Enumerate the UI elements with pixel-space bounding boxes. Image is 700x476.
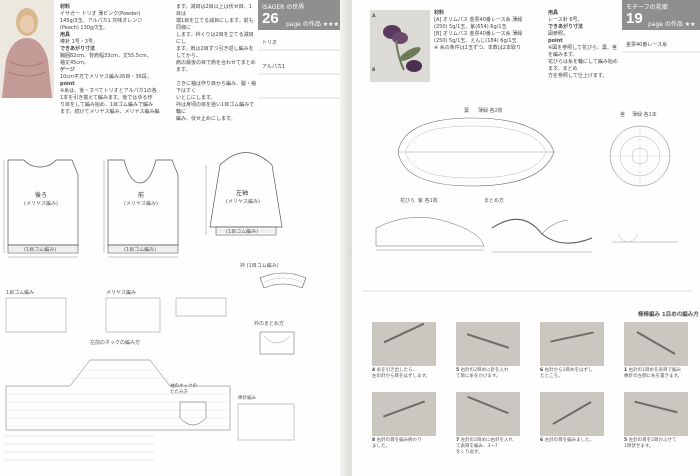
collar-title: 衿 (1目ゴム編み) <box>240 262 279 269</box>
step-photo <box>540 392 604 436</box>
sweater-photo <box>0 0 54 98</box>
collar-finish-title: 衿のまとめ方 <box>254 320 284 327</box>
stem-end-diagram <box>612 233 678 243</box>
magazine-page-text-right: page の作品 ★★ <box>648 21 696 28</box>
back-schematic <box>7 159 79 254</box>
assembly-title: まとめ方 <box>484 197 504 204</box>
neck-fold-sketch <box>179 401 207 426</box>
size-heading: できあがり寸法 <box>60 46 96 52</box>
neck-fold-label: 袖のネックの たたみ方 <box>170 384 197 395</box>
back-title: 後ろ <box>35 191 47 199</box>
neck-chart-title: 左前のネックの編み方 <box>90 339 140 346</box>
step-photo <box>456 392 520 436</box>
magazine-label-left: ISAGER の世界 <box>262 4 305 11</box>
step-caption: 7 左針の2目めに右針を入れ て表目を編み、3〜7 をくり返す。 <box>456 438 513 455</box>
right-page: A B 材料 [A] オリムパス 金票40番レース糸 薄緑 (250) 5g/1… <box>352 0 700 476</box>
stockinette-swatch-label: 棒針編み <box>238 396 256 401</box>
left-page: 材料 イサガー トリオ 薄ピンク(Powder) 145g/3玉、アルパカ1 灰… <box>0 0 348 476</box>
magazine-label-right: モチーフの花畑 <box>626 4 668 11</box>
r-point-text: ※図を参照して花びら、葉、茎を編みます。 花びらは糸を輪にして編み始めます。まと… <box>548 45 618 79</box>
stockinette-swatch <box>237 403 295 441</box>
leaf-sub: 薄緑 各2枚 <box>478 107 503 114</box>
back-rib-label: (1目ゴム編み) <box>24 246 56 253</box>
front-sub: (メリヤス編み) <box>124 200 158 207</box>
sleeve-title: 左袖 <box>236 189 248 197</box>
point-heading: point <box>60 81 75 87</box>
step-caption: 5 左針の目を2目かぶせて 1目伏せます。 <box>624 438 677 449</box>
sleeve-sub: (メリヤス編み) <box>226 198 260 205</box>
magazine-header-left <box>258 0 342 30</box>
front-rib-label: (1目ゴム編み) <box>124 246 156 253</box>
rib-chart-title: 1目ゴム編み <box>6 289 34 296</box>
step-caption: 6 右針から1目めをはずし たところ。 <box>540 368 593 379</box>
step-caption: 1 右針の1目めを表目で編み 棒針の左側に糸を置きます。 <box>624 368 683 379</box>
r-tools-text: レース針 6号。 <box>548 17 583 23</box>
step-photo <box>540 322 604 366</box>
materials-heading: 材料 <box>60 4 71 10</box>
leaf-title: 葉 <box>464 107 469 114</box>
front-schematic <box>107 159 179 254</box>
petal-title: 花びら <box>400 197 415 204</box>
petal-diagram: 花びら 紫 各1枚 <box>375 197 485 251</box>
r-materials-text: [A] オリムパス 金票40番レース糸 薄緑 (250) 5g/1玉、紫(654… <box>434 17 523 51</box>
bottom-notes <box>4 435 154 461</box>
r-tools-heading: 用具 <box>548 10 559 16</box>
step-caption: 6 左針の目を編みました。 <box>540 438 595 443</box>
magazine-rows-right <box>622 51 700 53</box>
collar-title-svg: 衿 (1目ゴム編み) <box>240 262 279 269</box>
petal-sub: 紫 各1枚 <box>418 197 438 204</box>
step-photo <box>372 322 436 366</box>
magazine-row2-left: アルパカ1 <box>262 64 286 70</box>
collar-finish-sketch: 衿のまとめ方 <box>254 320 295 355</box>
tools-heading: 用具 <box>60 32 71 38</box>
gauge-text: 10cm平方でメリヤス編み26目・36段。 <box>60 74 152 80</box>
instructions-col2: ます。減目は2目以上は伏せ目、1目は 端1目を立てる減目にします。前も同様に し… <box>176 4 257 122</box>
label-b: B <box>372 68 376 73</box>
label-a: A <box>372 14 376 19</box>
section-divider <box>362 290 692 292</box>
tools-text: 棒針 1号・3号。 <box>60 39 98 45</box>
r-materials-heading: 材料 <box>434 10 445 16</box>
magazine-page-number-left: 26 <box>262 10 279 27</box>
step-photo <box>624 392 688 436</box>
sleeve-schematic <box>209 152 283 236</box>
r-point-heading: point <box>548 38 563 44</box>
stockinette-chart-title: メリヤス編み <box>106 289 136 296</box>
collar-sketch <box>259 272 307 289</box>
stem-sub: 薄緑 各1本 <box>632 111 657 118</box>
leaf-diagram: 葉 薄緑 各2枚 <box>397 107 555 187</box>
sleeve-rib-label: (1目ゴム編み) <box>226 228 258 235</box>
magazine-page-text-left: page の作品 ★★★ <box>286 21 339 28</box>
size-text: 胸囲82cm、背肩幅33cm、丈55.5cm、 袖丈45cm。 <box>60 53 152 66</box>
front-title: 前 <box>138 191 144 199</box>
garment-schematics: 後ろ (メリヤス編み) (1目ゴム編み) 前 (メリヤス編み) (1目ゴム編み)… <box>3 152 283 258</box>
step-caption: 8 右針の目を編み終わり ました。 <box>372 438 422 449</box>
stem-title: 茎 <box>620 111 625 118</box>
magazine-page-number-right: 19 <box>626 10 643 27</box>
gauge-heading: ゲージ <box>60 67 75 73</box>
magazine-row1-left: トリオ <box>262 40 278 46</box>
step-photo <box>624 322 688 366</box>
model-illustration <box>2 8 52 98</box>
materials-text: イサガー トリオ 薄ピンク(Powder) 145g/3玉、アルパカ1 灰味オレ… <box>60 11 143 31</box>
stitch-charts: 1目ゴム編み メリヤス編み 左前のネックの編み方 <box>5 289 231 431</box>
r-size-heading: できあがり寸法 <box>548 24 584 30</box>
r-size-text: 図参照。 <box>548 31 569 37</box>
assembly-diagram: まとめ方 <box>484 197 593 253</box>
magazine-rows-left <box>258 49 342 99</box>
petal-chart: 茎 薄緑 各1本 <box>609 111 671 187</box>
step-photo <box>456 322 520 366</box>
flower-photo <box>370 10 430 82</box>
step-caption: 5 右針の2目めに針を入れ て目に糸をかけます。 <box>456 368 509 379</box>
back-sub: (メリヤス編み) <box>24 200 58 207</box>
magazine-header-right <box>622 0 700 30</box>
flower-illustration <box>383 25 422 72</box>
point-text: ※糸は、後・すべてトリオとアルパカ1の各 1本を引き揃えて編みます。後ではゆる作… <box>60 88 160 115</box>
bottom-title: 棒棒編み 1目めの編み方 <box>638 312 699 318</box>
step-caption: 4 糸を引き出したら、 左の針から目をはずします。 <box>372 368 431 379</box>
step-photo <box>372 392 436 436</box>
magazine-row1-right: 金票40番レース糸 <box>626 42 668 48</box>
